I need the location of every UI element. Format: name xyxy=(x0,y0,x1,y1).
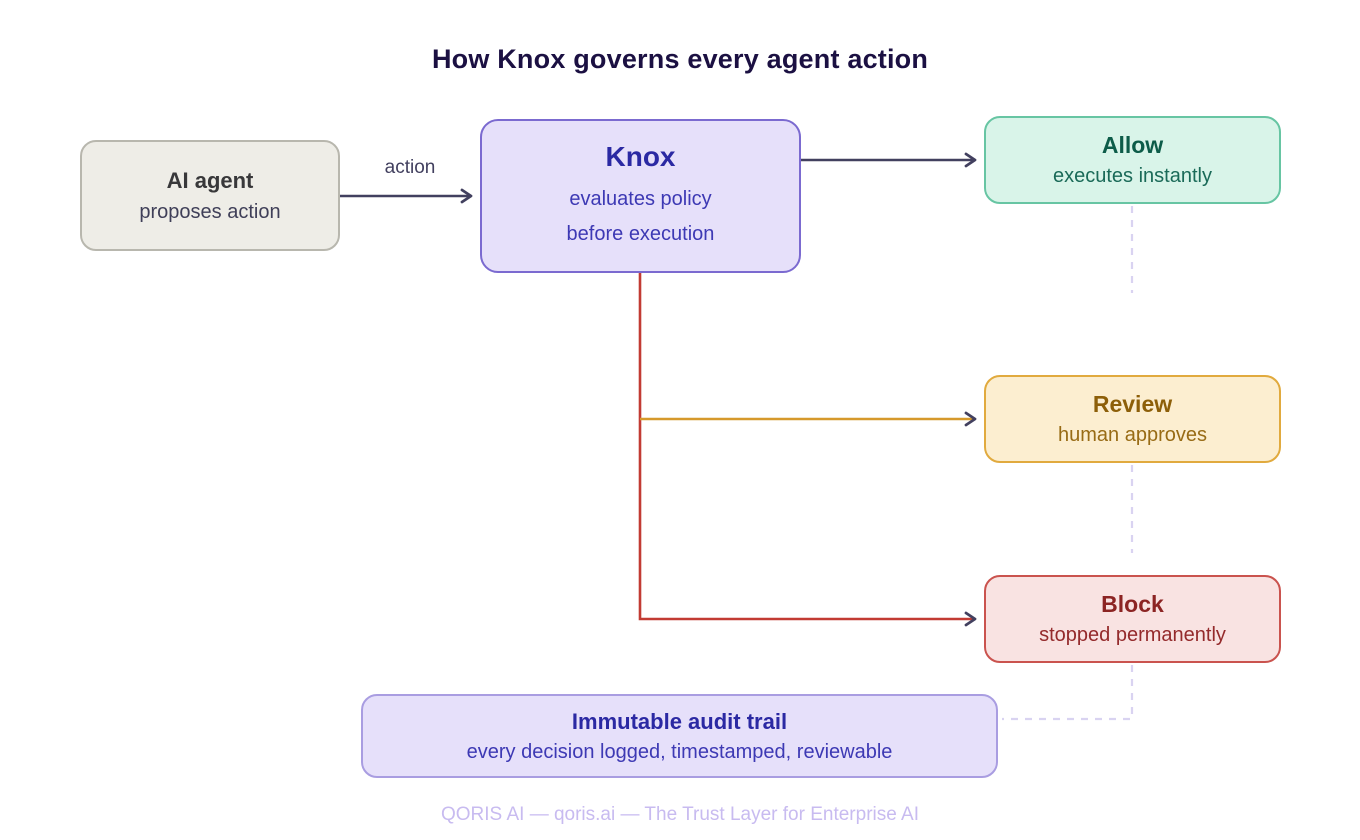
edge-block-to-audit-dashed xyxy=(1002,665,1134,721)
node-subtitle: stopped permanently xyxy=(1039,624,1226,646)
diagram-title: How Knox governs every agent action xyxy=(431,44,929,74)
node-allow: Allow executes instantly xyxy=(984,116,1281,204)
node-subtitle: human approves xyxy=(1058,424,1207,446)
node-title: Allow xyxy=(1101,132,1164,158)
node-title: Knox xyxy=(605,140,676,172)
node-subtitle-line1: evaluates policy xyxy=(569,187,712,210)
node-review: Review human approves xyxy=(984,375,1281,463)
node-title: Block xyxy=(1101,591,1164,617)
node-title: AI agent xyxy=(166,167,254,193)
node-block: Block stopped permanently xyxy=(984,575,1281,663)
edge-label-action: action xyxy=(384,157,436,178)
node-immutable-audit-trail: Immutable audit trail every decision log… xyxy=(361,694,998,778)
node-subtitle: proposes action xyxy=(139,200,281,223)
node-title: Immutable audit trail xyxy=(571,708,788,734)
node-knox: Knox evaluates policy before execution xyxy=(480,119,801,273)
node-subtitle: every decision logged, timestamped, revi… xyxy=(466,740,893,763)
node-ai-agent: AI agent proposes action xyxy=(80,140,340,251)
node-subtitle: executes instantly xyxy=(1053,165,1212,187)
node-title: Review xyxy=(1092,391,1173,417)
footer-text: QORIS AI — qoris.ai — The Trust Layer fo… xyxy=(441,804,919,825)
edge-knox-to-block xyxy=(638,273,977,627)
node-subtitle-line2: before execution xyxy=(566,222,715,245)
